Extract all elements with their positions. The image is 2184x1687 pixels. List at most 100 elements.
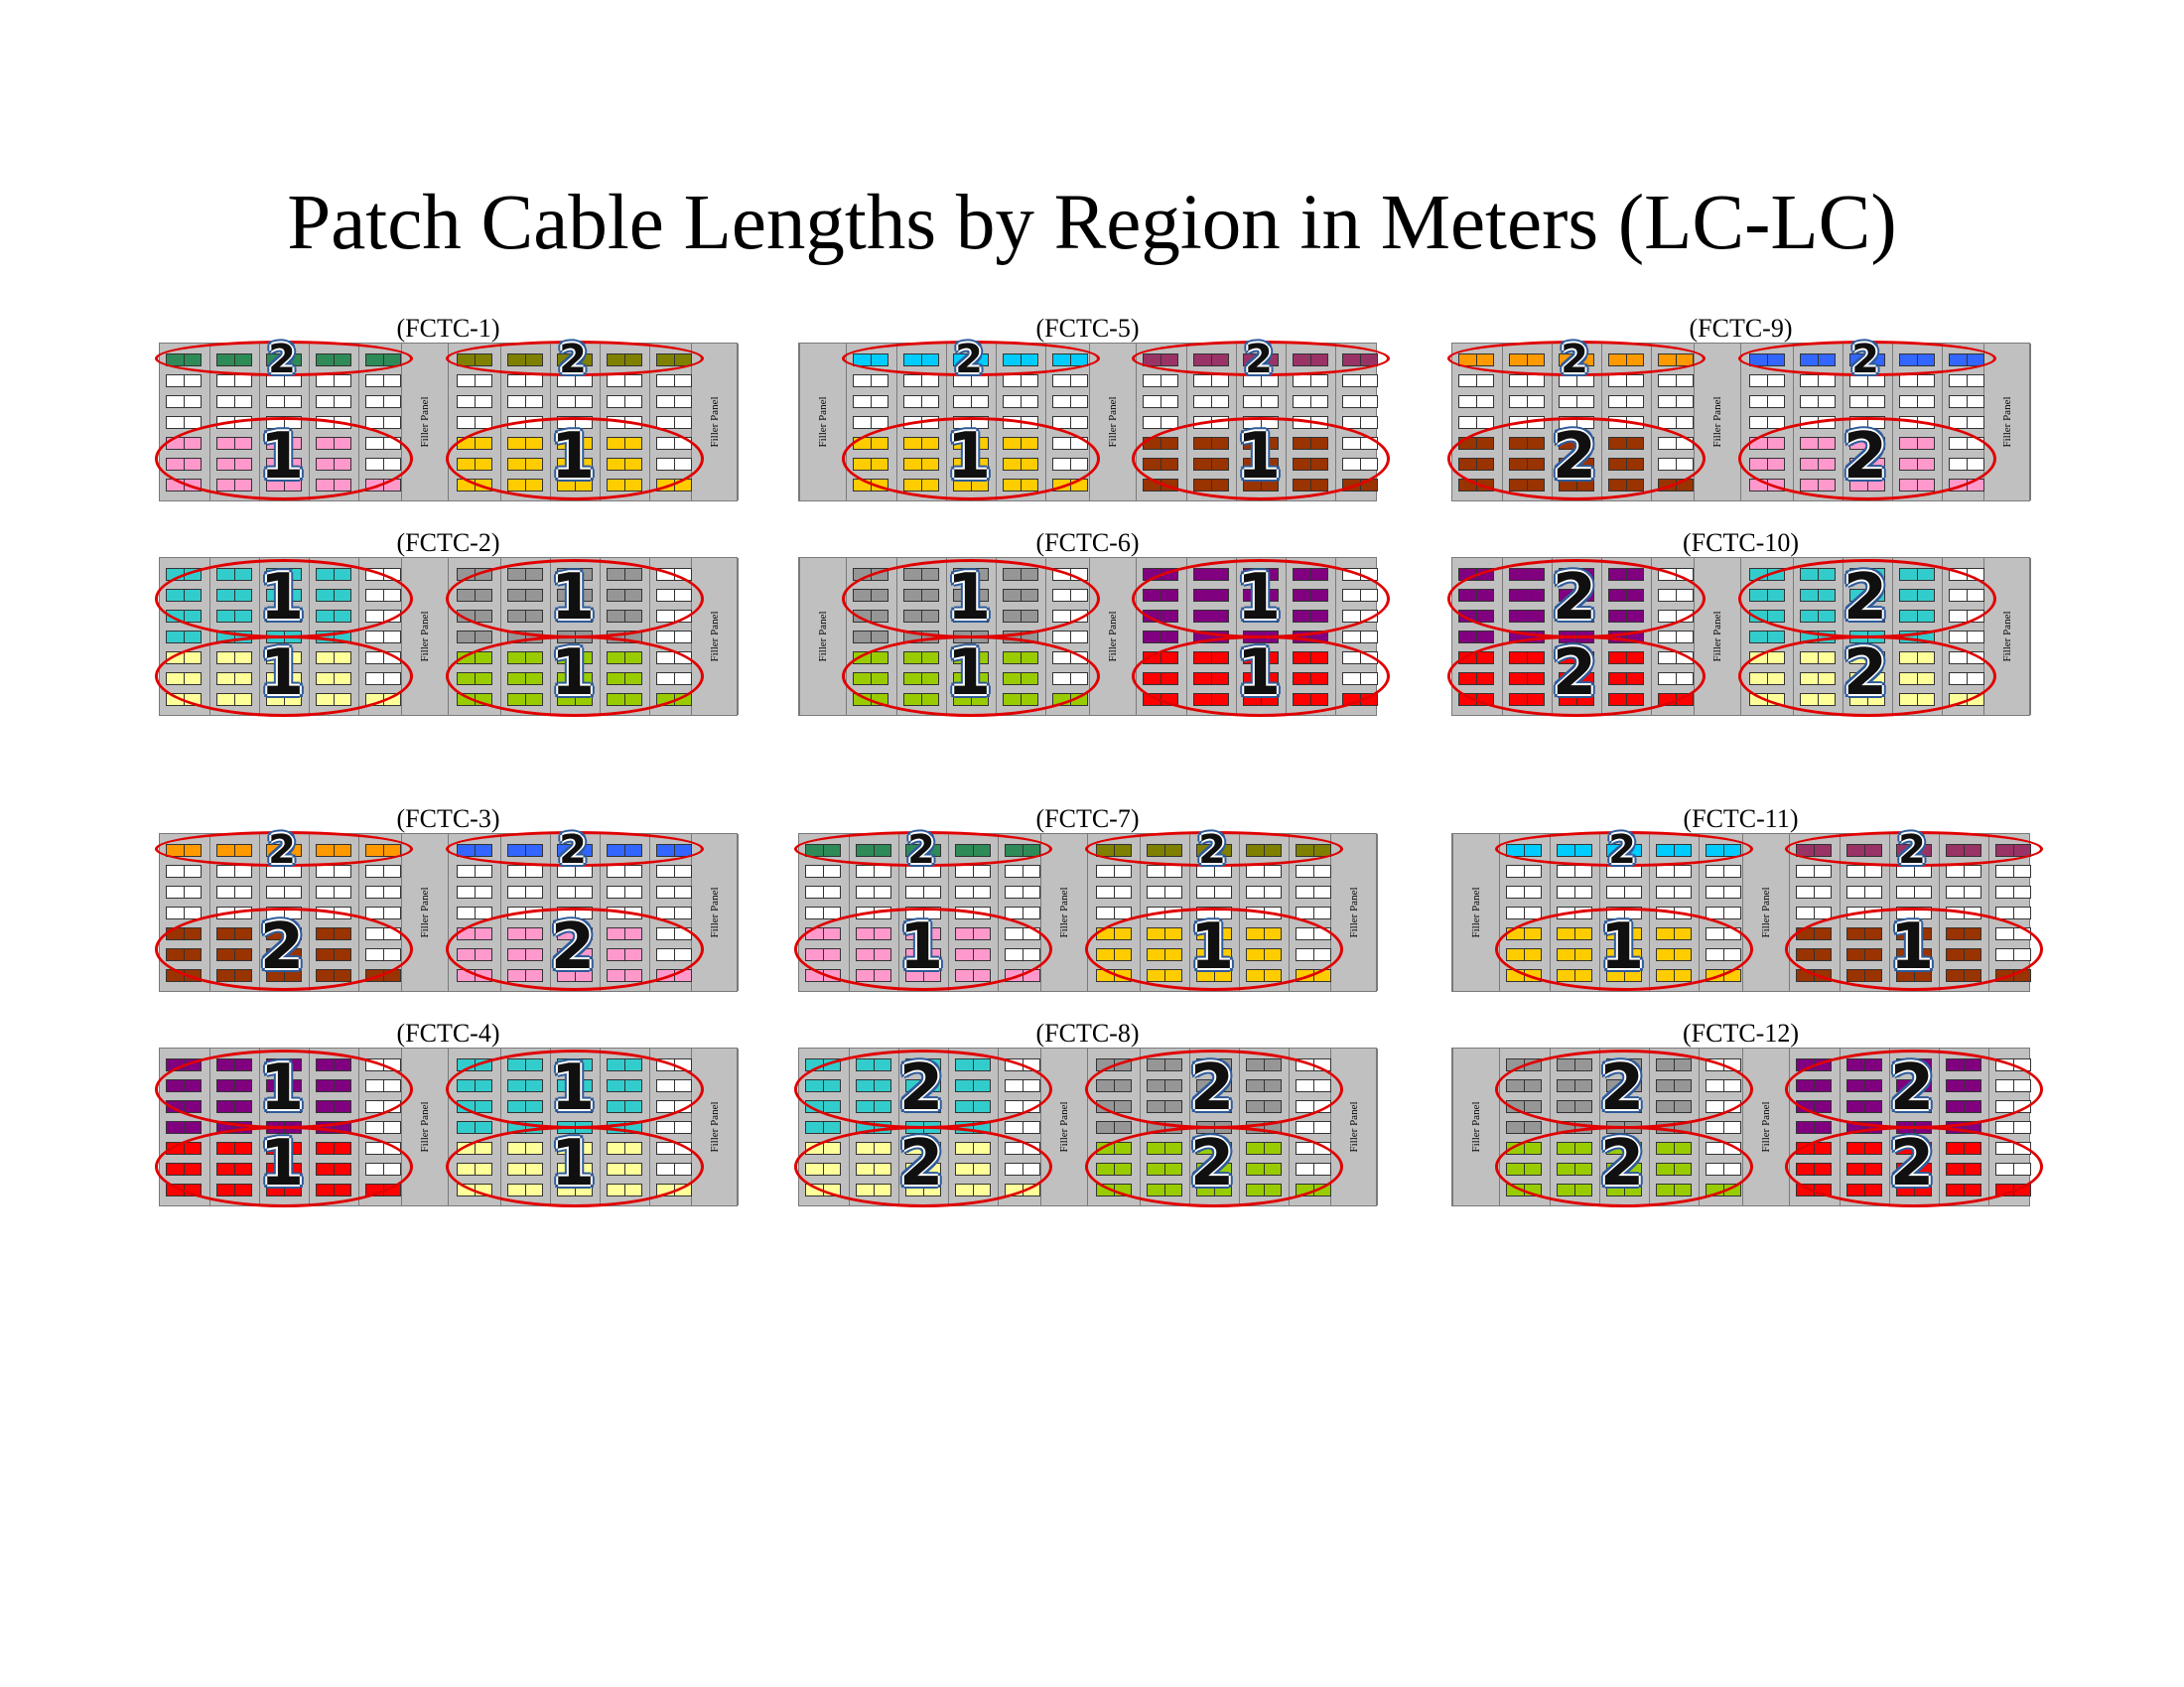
lc-port[interactable] — [1143, 631, 1178, 643]
lc-port[interactable] — [457, 907, 492, 919]
lc-port[interactable] — [1147, 865, 1182, 878]
lc-port[interactable] — [1246, 886, 1282, 899]
lc-port[interactable] — [166, 1121, 202, 1134]
lc-port[interactable] — [656, 1121, 692, 1134]
lc-port[interactable] — [1995, 886, 2031, 899]
lc-port[interactable] — [1658, 395, 1694, 408]
lc-port[interactable] — [656, 865, 692, 878]
lc-port[interactable] — [316, 886, 351, 899]
lc-port[interactable] — [853, 395, 888, 408]
lc-port[interactable] — [166, 886, 202, 899]
lc-port[interactable] — [1196, 886, 1232, 899]
lc-port[interactable] — [953, 395, 989, 408]
lc-port[interactable] — [856, 865, 891, 878]
lc-port[interactable] — [1608, 374, 1644, 387]
lc-port[interactable] — [1800, 374, 1836, 387]
lc-port[interactable] — [1342, 416, 1378, 429]
lc-port[interactable] — [1143, 395, 1178, 408]
lc-port[interactable] — [656, 416, 692, 429]
lc-port[interactable] — [656, 907, 692, 919]
lc-port[interactable] — [166, 631, 202, 643]
lc-port[interactable] — [1796, 1121, 1832, 1134]
lc-port[interactable] — [1052, 374, 1088, 387]
lc-port[interactable] — [166, 865, 202, 878]
lc-port[interactable] — [1342, 395, 1378, 408]
lc-port[interactable] — [1658, 631, 1694, 643]
lc-port[interactable] — [955, 865, 991, 878]
lc-port[interactable] — [1143, 416, 1178, 429]
lc-port[interactable] — [656, 374, 692, 387]
lc-port[interactable] — [1749, 374, 1785, 387]
lc-port[interactable] — [1296, 886, 1331, 899]
lc-port[interactable] — [1896, 886, 1932, 899]
lc-port[interactable] — [805, 1121, 841, 1134]
lc-port[interactable] — [365, 395, 401, 408]
lc-port[interactable] — [1052, 416, 1088, 429]
lc-port[interactable] — [1557, 886, 1592, 899]
lc-port[interactable] — [216, 374, 252, 387]
lc-port[interactable] — [316, 374, 351, 387]
lc-port[interactable] — [365, 886, 401, 899]
lc-port[interactable] — [1005, 1121, 1040, 1134]
lc-port[interactable] — [365, 1121, 401, 1134]
lc-port[interactable] — [1949, 374, 1984, 387]
lc-port[interactable] — [1949, 395, 1984, 408]
lc-port[interactable] — [1296, 865, 1331, 878]
lc-port[interactable] — [365, 374, 401, 387]
lc-port[interactable] — [316, 865, 351, 878]
lc-port[interactable] — [1458, 395, 1494, 408]
lc-port[interactable] — [1342, 374, 1378, 387]
lc-port[interactable] — [656, 631, 692, 643]
lc-port[interactable] — [903, 374, 939, 387]
lc-port[interactable] — [607, 865, 642, 878]
lc-port[interactable] — [1509, 374, 1545, 387]
lc-port[interactable] — [316, 395, 351, 408]
lc-port[interactable] — [1656, 865, 1692, 878]
lc-port[interactable] — [805, 865, 841, 878]
lc-port[interactable] — [1342, 631, 1378, 643]
lc-port[interactable] — [1296, 1121, 1331, 1134]
lc-port[interactable] — [853, 416, 888, 429]
lc-port[interactable] — [1796, 865, 1832, 878]
lc-port[interactable] — [1193, 395, 1229, 408]
lc-port[interactable] — [1506, 865, 1542, 878]
lc-port[interactable] — [607, 374, 642, 387]
lc-port[interactable] — [905, 886, 941, 899]
lc-port[interactable] — [1143, 374, 1178, 387]
lc-port[interactable] — [1293, 395, 1328, 408]
lc-port[interactable] — [1096, 1121, 1132, 1134]
lc-port[interactable] — [365, 907, 401, 919]
lc-port[interactable] — [266, 886, 302, 899]
lc-port[interactable] — [1506, 886, 1542, 899]
lc-port[interactable] — [853, 374, 888, 387]
lc-port[interactable] — [1243, 395, 1279, 408]
lc-port[interactable] — [166, 395, 202, 408]
lc-port[interactable] — [166, 416, 202, 429]
lc-port[interactable] — [365, 416, 401, 429]
lc-port[interactable] — [1005, 886, 1040, 899]
lc-port[interactable] — [557, 886, 593, 899]
lc-port[interactable] — [1849, 395, 1885, 408]
lc-port[interactable] — [1796, 886, 1832, 899]
lc-port[interactable] — [1946, 886, 1981, 899]
lc-port[interactable] — [805, 886, 841, 899]
lc-port[interactable] — [1656, 886, 1692, 899]
lc-port[interactable] — [1949, 631, 1984, 643]
lc-port[interactable] — [1899, 395, 1935, 408]
lc-port[interactable] — [1005, 865, 1040, 878]
lc-port[interactable] — [1749, 395, 1785, 408]
lc-port[interactable] — [607, 395, 642, 408]
lc-port[interactable] — [1557, 865, 1592, 878]
lc-port[interactable] — [1458, 631, 1494, 643]
lc-port[interactable] — [457, 374, 492, 387]
lc-port[interactable] — [457, 886, 492, 899]
lc-port[interactable] — [457, 1121, 492, 1134]
lc-port[interactable] — [1147, 886, 1182, 899]
lc-port[interactable] — [216, 865, 252, 878]
lc-port[interactable] — [1899, 374, 1935, 387]
lc-port[interactable] — [1749, 631, 1785, 643]
lc-port[interactable] — [166, 907, 202, 919]
lc-port[interactable] — [365, 631, 401, 643]
lc-port[interactable] — [457, 865, 492, 878]
lc-port[interactable] — [1096, 865, 1132, 878]
